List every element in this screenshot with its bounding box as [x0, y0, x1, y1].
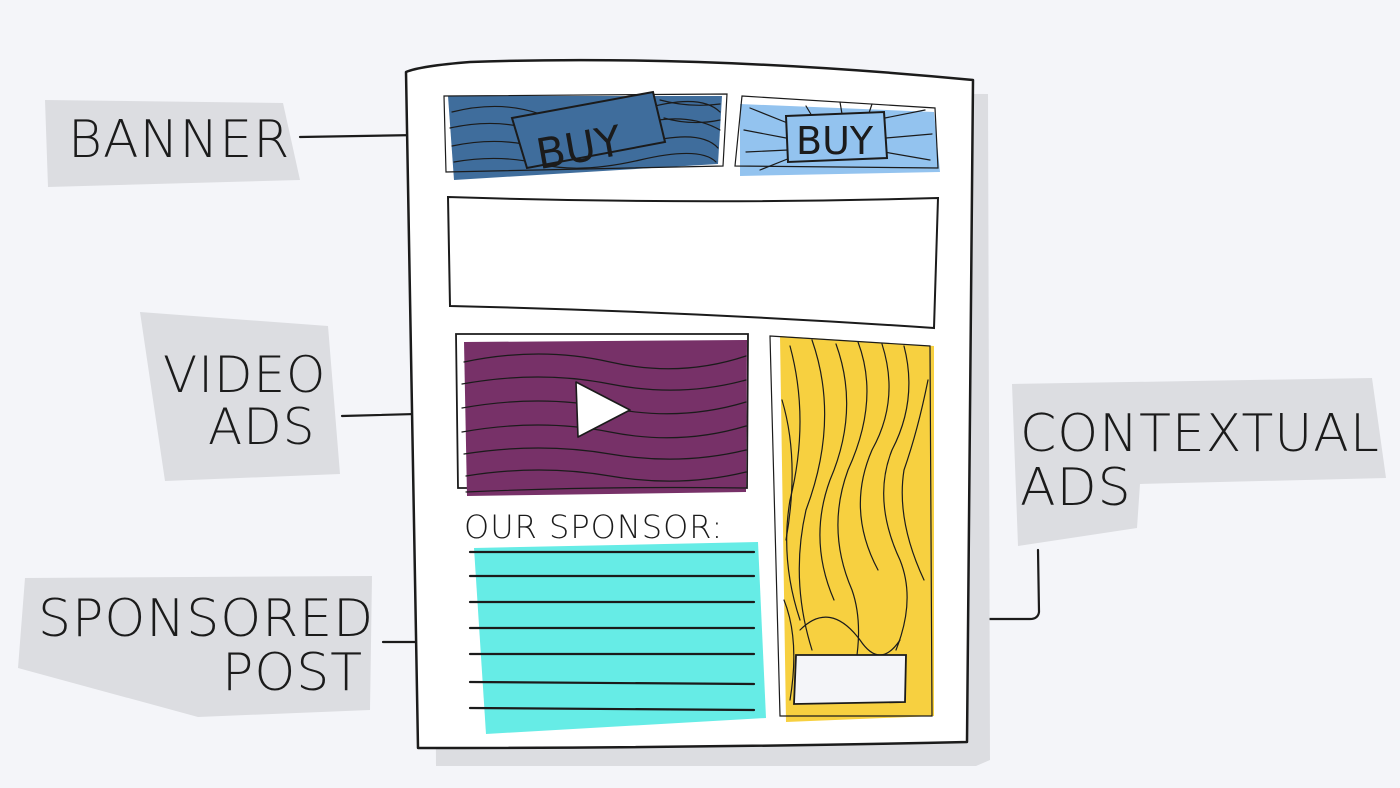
contextual-label-box: [1012, 378, 1386, 546]
banner-label: BANNER: [68, 110, 290, 170]
contextual-label-line1: CONTEXTUAL: [1020, 404, 1380, 464]
contextual-arrow: [882, 548, 1041, 621]
sponsored-post: OUR SPONSOR:: [464, 508, 766, 734]
page-content-placeholder: [446, 195, 940, 330]
video-callout: VIDEO ADS: [140, 312, 493, 481]
play-icon[interactable]: [575, 381, 631, 438]
contextual-callout: CONTEXTUAL ADS: [881, 378, 1386, 627]
contextual-ad: [769, 335, 934, 722]
video-label-line1: VIDEO: [163, 346, 326, 404]
banner-left-buy-button[interactable]: [510, 90, 667, 170]
sponsored-label-line2: POST: [222, 643, 363, 703]
banner-right-ad: BUY: [734, 95, 940, 176]
banner-right-buy-button[interactable]: [784, 110, 889, 164]
sponsored-callout: SPONSORED POST: [18, 576, 465, 717]
contextual-ad-button[interactable]: [793, 654, 907, 705]
video-label-line2: ADS: [208, 398, 315, 456]
banner-label-box: [45, 100, 300, 187]
sponsored-label-box: [18, 576, 372, 717]
sponsored-label-line1: SPONSORED: [38, 589, 374, 649]
contextual-label-line2: ADS: [1020, 458, 1132, 518]
webpage-sketch: BUY BUY: [404, 58, 990, 766]
banner-right-buy-label: BUY: [796, 119, 874, 163]
video-ad: [455, 333, 749, 496]
banner-left-ad: BUY: [443, 90, 728, 180]
banner-callout: BANNER: [45, 100, 481, 187]
video-label-box: [140, 312, 340, 481]
sponsor-heading: OUR SPONSOR:: [464, 508, 723, 546]
